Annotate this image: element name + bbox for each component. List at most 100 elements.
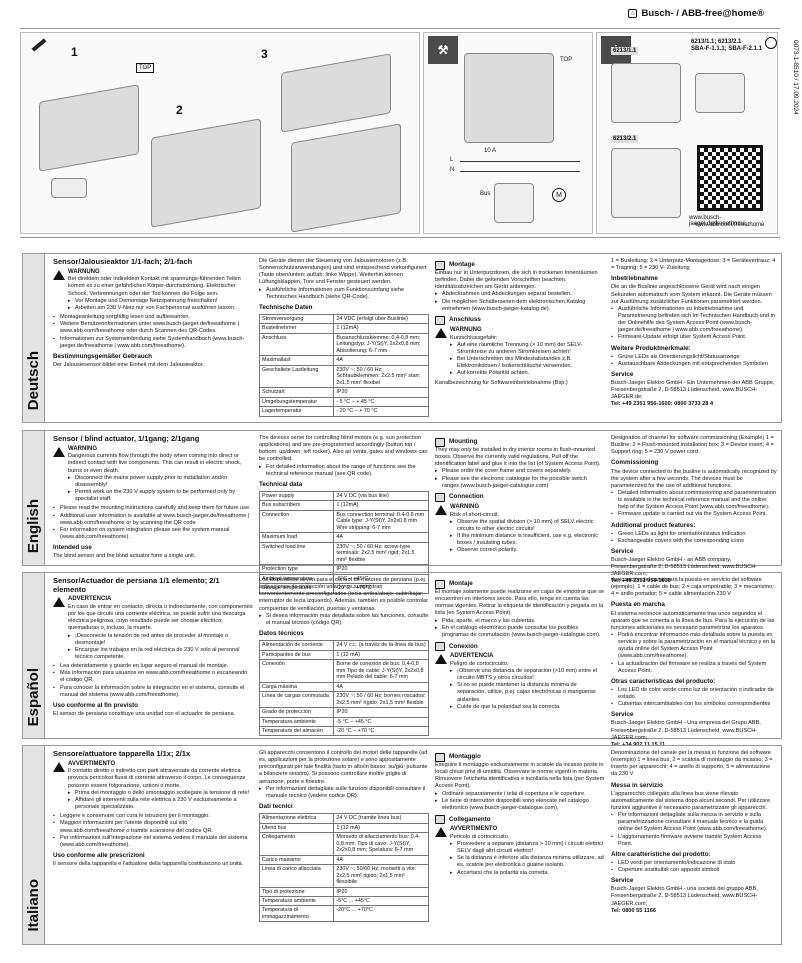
warning-block: WARNUNG Bei direktem oder indirektem Kon… xyxy=(53,269,253,312)
list-item: Firmware update is carried out via the S… xyxy=(611,511,777,518)
language-tab: Español xyxy=(23,573,45,738)
intended-use-heading: Uso conforme al fin previsto xyxy=(53,701,139,709)
list-item[interactable]: Para conocer la información sobre la int… xyxy=(53,685,253,699)
list-item[interactable]: Ausführliche Informationen zu Inbetriebn… xyxy=(611,306,777,335)
list-item: Prima del montaggio o dello smontaggio s… xyxy=(68,790,253,797)
warning-block: ADVERTENCIA En caso de entrar en contact… xyxy=(53,596,253,661)
table-row: Temperatura ambiente-5°C ... +45°C xyxy=(258,895,429,907)
list-item: Leggere e conservare con cura le istruzi… xyxy=(53,813,253,820)
connection-warning-heading: AVVERTIMENTO xyxy=(450,826,498,833)
list-item: Los LED de color verde como luz de orien… xyxy=(611,687,777,701)
table-row: Lagertemperatur- 20 °C – + 70 °C xyxy=(258,406,429,417)
service-phone: Tel: 0800 55 1166 xyxy=(611,907,656,914)
list-item[interactable]: Weitere Benutzerinformationen unter www.… xyxy=(53,321,253,335)
service-phone: Tel: +49 2351 956-1600 xyxy=(611,578,671,585)
technical-column: Die Geräte dienen der Steuerung von Jalo… xyxy=(258,258,429,417)
intended-use-text: Der Jalousiesensor bildet eine Einheit m… xyxy=(53,361,204,368)
installation-column: Montage Einbau nur in Unterputzdosen, di… xyxy=(435,258,605,387)
spec-value: 4A xyxy=(333,532,429,543)
warning-text: Bei direktem oder indirektem Kontakt mit… xyxy=(68,276,241,297)
connection-list: Observe the spatial division (> 10 mm) o… xyxy=(450,519,605,555)
product-line-1: 6213/1.1; 6213/2.1 xyxy=(691,39,742,45)
function-text: Die Geräte dienen der Steuerung von Jalo… xyxy=(259,258,427,286)
language-name: Español xyxy=(25,667,42,726)
list-item[interactable]: Please see the electronic catalogue for … xyxy=(435,476,605,490)
warning-icon xyxy=(53,269,65,280)
installation-column: Montaje El montaje solamente puede reali… xyxy=(435,577,605,713)
spec-name: Alimentación de corriente xyxy=(258,640,335,651)
exploded-view-illustration xyxy=(464,53,554,143)
connection-warning: AVVERTIMENTO Pericolo di cortocircuito. … xyxy=(435,826,605,877)
list-item[interactable]: Additional user information is available… xyxy=(53,513,253,527)
list-item[interactable]: Detailed information about commissioning… xyxy=(611,490,777,511)
list-item[interactable]: For information on system integration pl… xyxy=(53,527,253,541)
warning-text: Dangerous currents flow through the body… xyxy=(68,453,242,474)
service-text: Busch-Jaeger Elektro GmbH - Ein Unterneh… xyxy=(611,380,775,401)
list-item[interactable]: Maggiori informazioni per l'utente dispo… xyxy=(53,820,253,834)
phase-label: L xyxy=(450,157,454,163)
qr-url-2[interactable]: www.abb.com/freeathome xyxy=(695,222,765,228)
qr-code[interactable] xyxy=(697,145,763,211)
mounting-text: Einbau nur in Unterputzdosen, die sich i… xyxy=(435,270,598,291)
brand-name: Busch- / ABB-free@home® xyxy=(641,8,764,19)
commissioning-heading: Commissioning xyxy=(611,459,659,467)
mounting-heading: Montaje xyxy=(449,580,473,588)
bus-label: Bus xyxy=(480,191,491,197)
connection-list: Provvedere a separare (distanza > 10 mm)… xyxy=(450,841,605,877)
list-item[interactable]: Informationen zur Systemeinbindung siehe… xyxy=(53,336,253,350)
spec-name: Temperatura ambiente xyxy=(258,716,335,728)
commissioning-heading: Inbetriebnahme xyxy=(611,275,658,283)
function-text: Los dispositivos sirven para el control … xyxy=(259,577,429,612)
list-item: Vor Montage und Demontage Netzspannung f… xyxy=(68,298,253,305)
qr-url-1[interactable]: www.busch-jaeger.de/freeathome xyxy=(689,215,746,227)
features-heading: Altre caratteristiche del prodotto: xyxy=(611,850,711,858)
motor-icon: M xyxy=(552,188,566,202)
step-1-label: 1 xyxy=(71,45,78,59)
list-item[interactable]: Per informazioni dettagliate sulla messa… xyxy=(611,812,777,833)
mounting-list: Ordinare separatamente i telai di copert… xyxy=(435,791,605,812)
connection-warning: WARNUNG Kurzschlussgefahr: Auf eine räum… xyxy=(435,327,605,378)
list-item[interactable]: En el catálogo electrónico puede consult… xyxy=(435,625,605,639)
list-item: Montageanleitung sorgfältig lesen und au… xyxy=(53,314,253,321)
intended-use-text: El sensor de persiana constituye una uni… xyxy=(53,711,236,717)
list-item[interactable]: Más información para usuarios en www.abb… xyxy=(53,670,253,684)
spec-name: Bus subscribers xyxy=(258,500,335,511)
spec-name: Temperatura di immagazzinamento xyxy=(258,905,335,923)
list-item[interactable]: Die möglichen Schalterserien dem elektro… xyxy=(435,299,605,313)
spec-value: 230V ~; 50 / 60 Hz; Schraubklemmen: 2x2,… xyxy=(333,364,429,389)
list-item: Pida, aparte, el marco y las cubiertas. xyxy=(435,618,605,625)
illustration-band: 1 2 3 4 TOP ⚒ TOP 10 A L N Bus M i 6213/… xyxy=(20,28,780,238)
spec-value: 4A xyxy=(333,355,429,366)
list-item: LED verdi per orientamento/indicazione d… xyxy=(611,860,777,867)
service-heading: Service xyxy=(611,547,634,555)
spec-name: Temperatura del almacén xyxy=(258,725,335,737)
warning-icon xyxy=(435,654,447,665)
section-title: Sensor/Actuador de persiana 1/1 elemento… xyxy=(53,576,220,594)
commissioning-text: El sistema reconoce automáticamente tras… xyxy=(611,610,775,631)
commissioning-list: Detailed information about commissioning… xyxy=(611,490,777,519)
list-item: Encargue los trabajos en la red eléctric… xyxy=(68,647,253,661)
warning-icon xyxy=(53,761,65,772)
service-phone: Tel: +34 902 11 15 11 xyxy=(611,741,666,748)
list-item[interactable]: Le serie di interruttori disponibili son… xyxy=(435,798,605,812)
connection-warning: WARNING Risk of short-circuit. Observe t… xyxy=(435,504,605,555)
spec-name: Maximum load xyxy=(258,532,335,543)
spec-value: IP20 xyxy=(333,387,429,398)
list-item[interactable]: Podrá encontrar información más detallad… xyxy=(611,632,777,661)
connection-heading: Connection xyxy=(449,493,484,501)
warning-block: AVVERTIMENTO Il contatto diretto o indir… xyxy=(53,761,253,812)
spec-name: Lagertemperatur xyxy=(258,406,335,417)
list-item[interactable]: Per informazioni sull'integrazione nel s… xyxy=(53,835,253,849)
wrench-icon: ⚒ xyxy=(428,36,458,64)
spec-value: - 5 °C – + 45 °C xyxy=(333,396,429,408)
neutral-wire xyxy=(460,171,580,172)
mounting-list: Abdeckrahmen und Abdeckungen separat bes… xyxy=(435,291,605,312)
